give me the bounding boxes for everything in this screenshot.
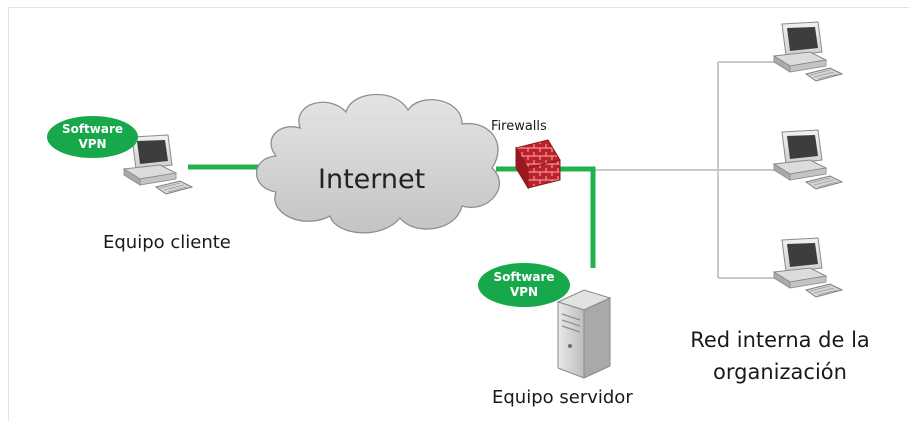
- internal-network-label-line1: Red interna de la: [690, 328, 870, 352]
- firewall-icon: [515, 139, 561, 190]
- server-label: Equipo servidor: [492, 387, 633, 408]
- server-tower-icon: [556, 289, 612, 379]
- vpn-badge-line2: VPN: [509, 285, 539, 299]
- vpn-badge-line2: VPN: [78, 137, 107, 151]
- vpn-software-badge-client: Software VPN: [47, 116, 138, 158]
- lan-computer-icon-3: [773, 237, 843, 298]
- firewall-label: Firewalls: [491, 119, 547, 134]
- internal-network-label: Red interna de la organización: [680, 324, 880, 388]
- cloud-icon: [255, 93, 500, 234]
- diagram-frame: [8, 7, 909, 421]
- vpn-badge-line1: Software: [61, 122, 124, 136]
- lan-computer-icon-1: [773, 21, 843, 82]
- vpn-badge-line1: Software: [493, 270, 555, 284]
- vpn-software-badge-server: Software VPN: [478, 263, 570, 307]
- client-label: Equipo cliente: [103, 232, 231, 253]
- internet-label: Internet: [318, 164, 426, 195]
- internal-network-label-line2: organización: [713, 360, 847, 384]
- lan-computer-icon-2: [773, 129, 843, 190]
